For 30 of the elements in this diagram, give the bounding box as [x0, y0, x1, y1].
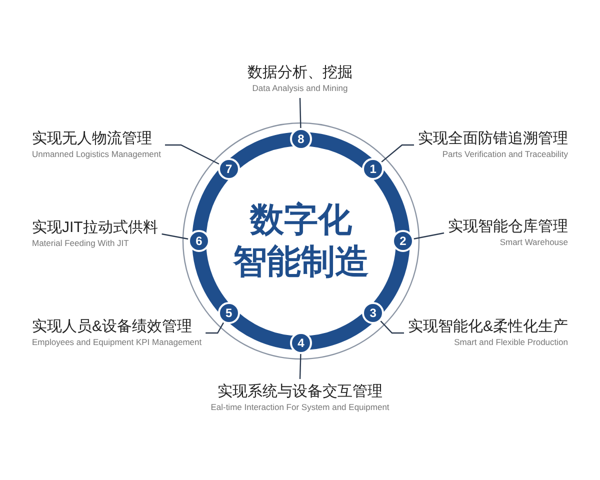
item-title: 实现无人物流管理 — [32, 129, 153, 148]
item-subtitle: Smart and Flexible Production — [454, 336, 568, 349]
item-title: 实现人员&设备绩效管理 — [32, 317, 194, 336]
item-title: 实现全面防错追溯管理 — [418, 129, 568, 148]
leader-line — [165, 144, 220, 165]
leader-line — [381, 144, 414, 162]
title-text: 智能制造 — [233, 242, 369, 283]
item-title: 数据分析、挖掘 — [248, 63, 352, 82]
number-badge: 4 — [290, 332, 312, 354]
item-subtitle: Parts Verification and Traceability — [442, 148, 568, 161]
item-subtitle: Data Analysis and Mining — [252, 82, 348, 95]
number-badge: 6 — [188, 230, 210, 252]
title-text: 数字化 — [250, 200, 352, 241]
item-subtitle: Eal-time Interaction For System and Equipment — [210, 401, 390, 414]
leader-line — [380, 320, 404, 334]
item-title: 实现JIT拉动式供料 — [32, 218, 158, 237]
number-badge: 2 — [392, 230, 414, 252]
item-title: 实现系统与设备交互管理 — [218, 382, 382, 401]
item-subtitle: Unmanned Logistics Management — [32, 148, 161, 161]
item-subtitle: Smart Warehouse — [500, 236, 568, 249]
leader-line — [162, 233, 188, 240]
item-title: 实现智能化&柔性化生产 — [408, 317, 568, 336]
leader-line — [414, 232, 444, 240]
leader-line — [299, 98, 302, 128]
item-title: 实现智能仓库管理 — [448, 217, 568, 236]
number-badge: 8 — [290, 128, 312, 150]
leader-line — [206, 322, 224, 334]
leader-line — [299, 354, 302, 380]
item-subtitle: Material Feeding With JIT — [32, 237, 130, 250]
item-subtitle: Employees and Equipment KPI Management — [32, 336, 202, 349]
